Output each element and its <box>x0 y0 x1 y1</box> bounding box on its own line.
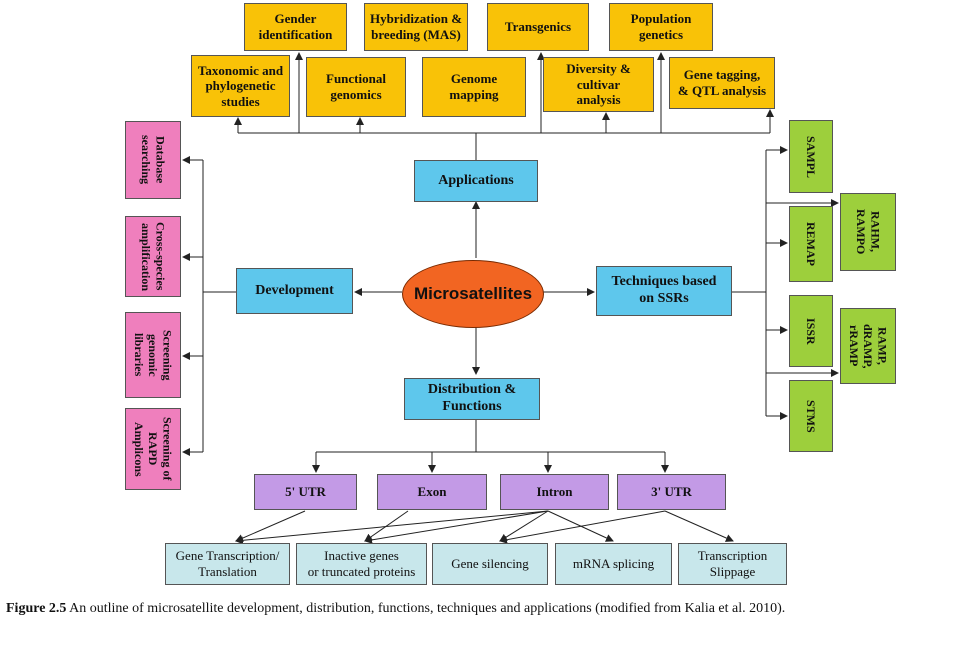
region-item: Intron <box>500 474 609 510</box>
technique-item: RAHM, RAMPO <box>840 193 896 271</box>
region-item: 3' UTR <box>617 474 726 510</box>
application-item: Gene tagging, & QTL analysis <box>669 57 775 109</box>
application-item: Genome mapping <box>422 57 526 117</box>
application-item: Diversity & cultivar analysis <box>543 57 654 112</box>
application-item: Functional genomics <box>306 57 406 117</box>
development-node: Development <box>236 268 353 314</box>
function-item: Gene Transcription/ Translation <box>165 543 290 585</box>
application-item: Taxonomic and phylogenetic studies <box>191 55 290 117</box>
function-item: Transcription Slippage <box>678 543 787 585</box>
application-item: Gender identification <box>244 3 347 51</box>
figure-caption: Figure 2.5 An outline of microsatellite … <box>6 601 956 617</box>
technique-item: ISSR <box>789 295 833 367</box>
technique-item: STMS <box>789 380 833 452</box>
development-item: Cross-species amplification <box>125 216 181 297</box>
figure-caption-text: An outline of microsatellite development… <box>66 601 786 616</box>
techniques-node: Techniques based on SSRs <box>596 266 732 316</box>
technique-item: SAMPL <box>789 120 833 193</box>
region-item: Exon <box>377 474 487 510</box>
figure-label: Figure 2.5 <box>6 601 67 616</box>
application-item: Population genetics <box>609 3 713 51</box>
development-item: Database searching <box>125 121 181 199</box>
technique-item: RAMP, dRAMP, rRAMP <box>840 308 896 384</box>
development-item: Screening genomic libraries <box>125 312 181 398</box>
application-item: Transgenics <box>487 3 589 51</box>
function-item: Inactive genes or truncated proteins <box>296 543 427 585</box>
technique-item: REMAP <box>789 206 833 282</box>
microsatellites-node: Microsatellites <box>402 260 544 328</box>
development-item: Screening of RAPD Amplicons <box>125 408 181 490</box>
microsatellites-label: Microsatellites <box>413 284 533 303</box>
function-item: Gene silencing <box>432 543 548 585</box>
distribution-functions-node: Distribution & Functions <box>404 378 540 420</box>
applications-node: Applications <box>414 160 538 202</box>
region-item: 5' UTR <box>254 474 357 510</box>
function-item: mRNA splicing <box>555 543 672 585</box>
application-item: Hybridization & breeding (MAS) <box>364 3 468 51</box>
